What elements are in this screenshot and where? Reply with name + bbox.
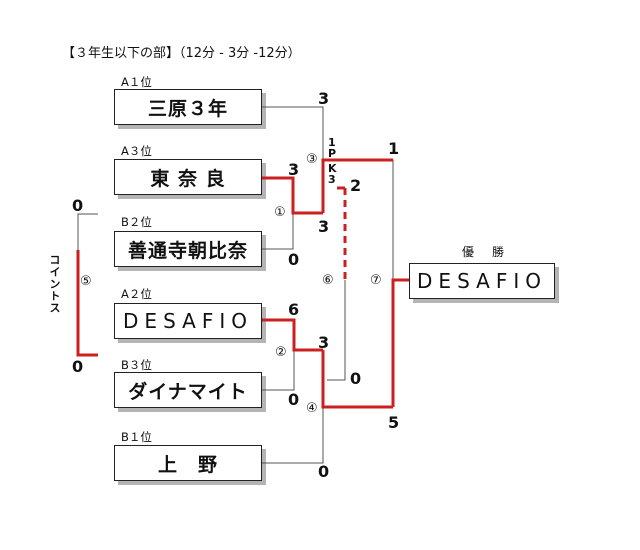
score-m4-top: 3 [318,333,330,352]
score-m7-bottom: 5 [388,413,400,432]
score-m7-top: 1 [388,139,400,158]
score-m4-bottom: 0 [318,462,330,481]
winner-line [391,278,409,407]
team-name: 三原３年 [147,97,228,120]
score-m6-bottom: 0 [350,369,362,388]
seed-label-6: B１位 [121,430,152,444]
match-number-7: ⑦ [370,273,382,288]
bracket-line [262,407,324,464]
winner-line [76,250,98,357]
score-m5-bottom: 0 [72,357,84,376]
bracket-line [327,280,346,381]
team-box-1: 三原３年 [114,89,262,125]
bracket-line [262,350,295,391]
pk-label-3: 3 [328,173,336,186]
bracket-line [77,213,98,250]
pk-label-p: P [328,147,337,160]
winner-label: 優勝 [462,245,523,259]
match-number-5: ⑤ [80,274,92,289]
team-box-2: 東 奈 良 [114,159,262,195]
team-box-4: DESAFIO [114,303,262,339]
winner-line [321,158,345,213]
team-box-5: ダイナマイト [114,372,262,408]
seed-label-1: A１位 [121,75,152,89]
seed-label-2: A３位 [121,144,152,158]
match-number-3: ③ [306,152,318,167]
score-m1-top: 3 [288,160,300,179]
team-name: 善通寺朝比奈 [127,239,248,262]
winner-line [262,176,323,215]
score-m6-top: 2 [350,176,362,195]
bracket-header: 【３年生以下の部】（12分 - 3分 -12分） [62,46,301,61]
bracket-line [262,213,294,250]
score-m3-top: 3 [318,89,330,108]
seed-label-3: B２位 [121,215,152,229]
champion-box: DESAFIO [409,263,555,299]
team-name: DESAFIO [123,309,253,333]
match-number-4: ④ [306,401,318,416]
team-name: ダイナマイト [128,380,248,403]
pk-label-k: K [328,162,337,175]
match-number-1: ① [274,205,286,220]
champion-name: DESAFIO [417,269,547,293]
score-m5-top: 0 [72,196,84,215]
seed-label-5: B３位 [121,358,152,372]
team-box-3: 善通寺朝比奈 [114,231,262,267]
coin-toss-label: コイントス [48,254,61,314]
score-m3-bottom: 3 [318,217,330,236]
match-number-2: ② [275,345,287,360]
winner-line [321,350,393,409]
score-m2-top: 6 [288,300,300,319]
team-name: 上 野 [157,453,218,476]
score-m2-bottom: 0 [288,390,300,409]
match-number-6: ⑥ [322,273,334,288]
score-m1-bottom: 0 [288,250,300,269]
team-box-6: 上 野 [114,445,262,481]
winner-line [262,318,323,352]
seed-label-4: A２位 [121,287,152,301]
pk-label-1: 1 [328,136,336,149]
team-name: 東 奈 良 [150,167,226,190]
